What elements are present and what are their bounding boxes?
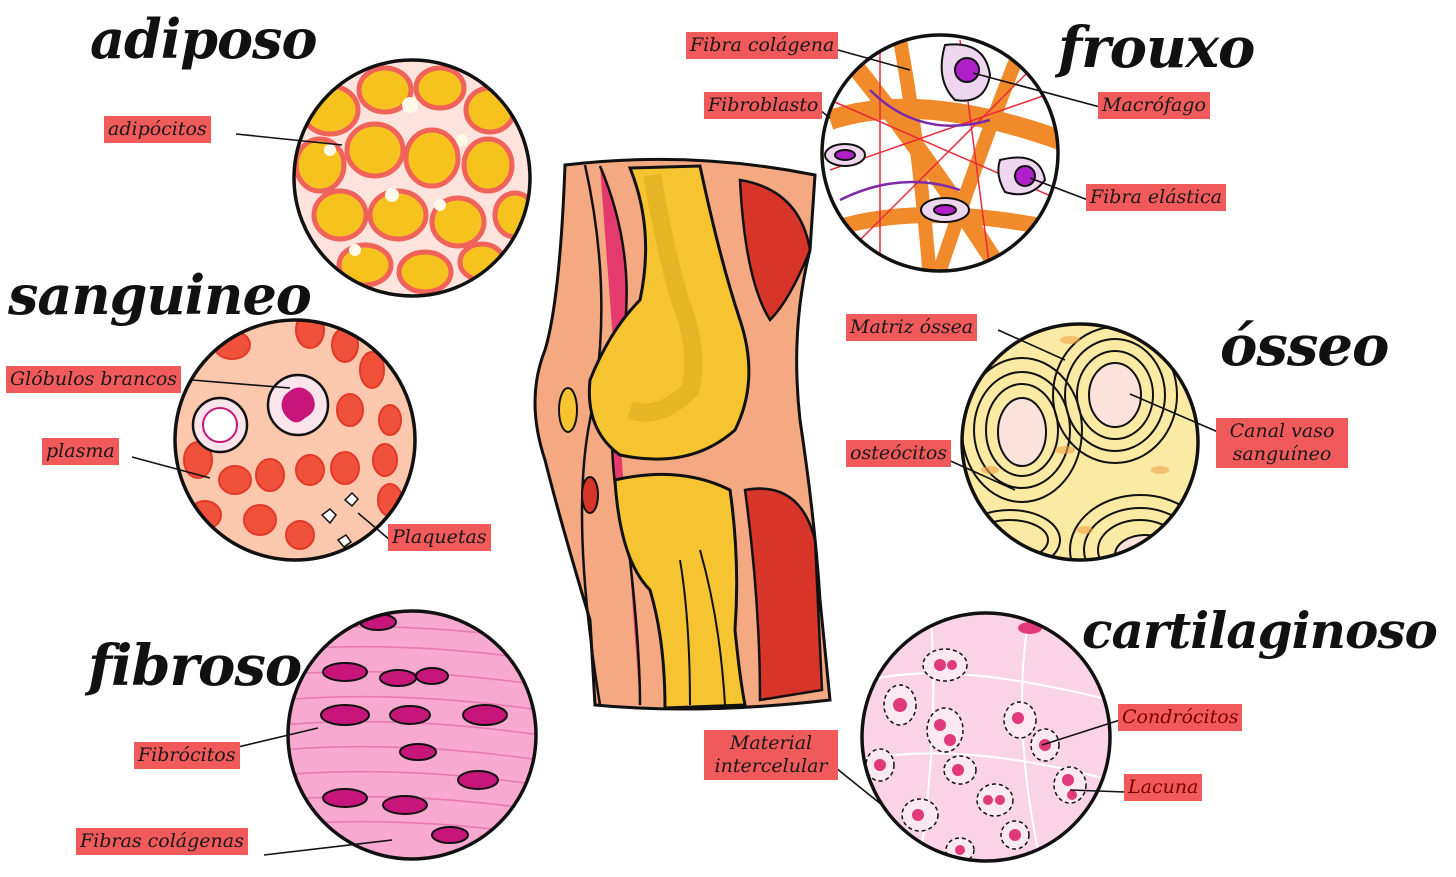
label-material-line2: intercelular — [708, 755, 834, 778]
label-fibra-colagena: Fibra colágena — [686, 32, 838, 59]
title-adiposo: adiposo — [90, 12, 316, 66]
title-osseo: ósseo — [1220, 318, 1388, 374]
label-condrocitos: Condrócitos — [1118, 704, 1242, 731]
label-matriz-ossea: Matriz óssea — [846, 314, 977, 341]
title-fibroso: fibroso — [88, 638, 301, 694]
adipose-tissue-circle — [294, 60, 535, 296]
label-osteocitos: osteócitos — [846, 440, 951, 467]
title-sanguineo: sanguineo — [8, 268, 311, 322]
title-frouxo: frouxo — [1058, 20, 1254, 76]
label-material-line1: Material — [708, 732, 834, 755]
label-fibras-colagenas: Fibras colágenas — [76, 828, 248, 855]
label-canal-vaso-line2: sanguíneo — [1220, 443, 1344, 466]
fibrous-tissue-circle — [280, 611, 540, 859]
title-cartilaginoso: cartilaginoso — [1082, 606, 1437, 656]
knee-joint-illustration — [535, 159, 830, 709]
label-canal-vaso-sanguineo: Canal vaso sanguíneo — [1216, 418, 1348, 468]
loose-connective-tissue-circle — [822, 35, 1060, 280]
label-macrofago: Macrófago — [1098, 92, 1210, 119]
label-fibrocitos: Fibrócitos — [134, 742, 240, 769]
label-plaquetas: Plaquetas — [388, 524, 491, 551]
label-fibroblasto: Fibroblasto — [704, 92, 822, 119]
label-globulos-brancos: Glóbulos brancos — [6, 366, 181, 393]
label-canal-vaso-line1: Canal vaso — [1220, 420, 1344, 443]
label-lacuna: Lacuna — [1124, 774, 1202, 801]
label-fibra-elastica: Fibra elástica — [1086, 184, 1226, 211]
label-plasma: plasma — [42, 438, 119, 465]
label-material-intercelular: Material intercelular — [704, 730, 838, 780]
blood-tissue-circle — [175, 312, 415, 560]
bone-tissue-circle — [960, 324, 1210, 605]
label-adipocitos: adipócitos — [104, 116, 211, 143]
